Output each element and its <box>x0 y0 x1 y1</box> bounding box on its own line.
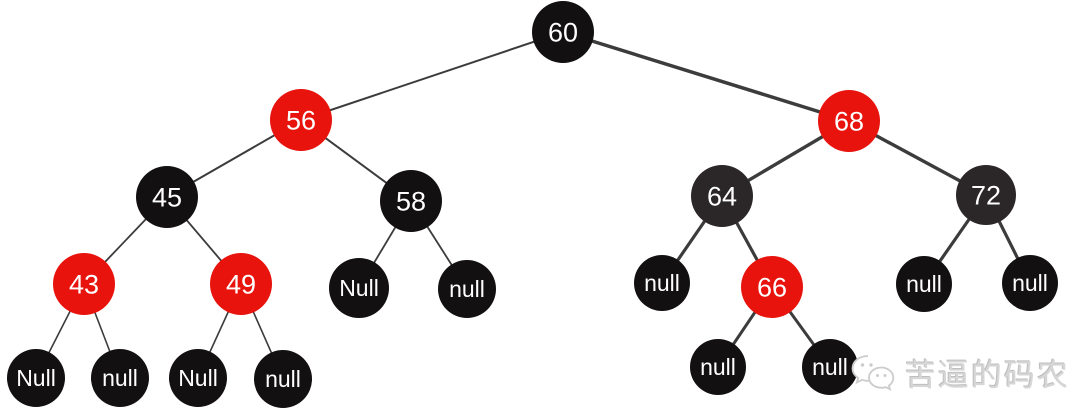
tree-edge-n60-n56 <box>300 31 564 121</box>
tree-node-null58L <box>329 258 389 318</box>
tree-node-label-n72: 72 <box>971 180 1001 210</box>
tree-node-label-null58L: Null <box>339 275 379 301</box>
tree-node-n66 <box>741 256 803 318</box>
tree-node-null49L <box>169 349 227 407</box>
tree-node-label-null43R: null <box>102 365 138 391</box>
tree-node-label-null72L: null <box>906 271 942 297</box>
tree-node-label-n58: 58 <box>396 186 426 216</box>
tree-node-label-n49: 49 <box>226 269 256 299</box>
tree-node-null64L <box>634 255 690 311</box>
tree-node-n68 <box>818 90 880 152</box>
tree-node-null66R <box>802 339 858 395</box>
tree-node-n60 <box>532 1 594 63</box>
tree-node-label-n43: 43 <box>69 269 99 299</box>
tree-node-label-null49L: Null <box>178 365 218 391</box>
tree-node-n43 <box>53 253 115 315</box>
tree-node-label-null72R: null <box>1012 270 1048 296</box>
tree-node-n72 <box>956 165 1016 225</box>
tree-node-n49 <box>210 253 272 315</box>
tree-node-null49R <box>254 350 312 408</box>
tree-node-null43R <box>91 349 149 407</box>
tree-node-label-null66R: null <box>812 354 848 380</box>
tree-node-n56 <box>270 89 332 151</box>
tree-node-null72R <box>1002 255 1058 311</box>
tree-node-label-null49R: null <box>265 366 301 392</box>
tree-node-label-n64: 64 <box>707 181 737 211</box>
tree-node-null43L <box>7 349 65 407</box>
tree-node-label-n68: 68 <box>834 106 864 136</box>
tree-node-label-n56: 56 <box>286 105 316 135</box>
tree-node-null66L <box>690 339 746 395</box>
tree-node-n64 <box>691 165 753 227</box>
tree-node-n58 <box>380 170 442 232</box>
tree-node-n45 <box>136 166 198 228</box>
tree-node-label-n60: 60 <box>548 17 578 47</box>
tree-node-null58R <box>438 260 496 318</box>
tree-node-label-n45: 45 <box>152 182 182 212</box>
tree-node-label-null66L: null <box>700 354 736 380</box>
tree-node-label-n66: 66 <box>757 272 787 302</box>
tree-edge-n60-n68 <box>562 30 850 123</box>
tree-node-label-null43L: Null <box>16 365 56 391</box>
tree-node-label-null64L: null <box>644 270 680 296</box>
tree-node-null72L <box>896 256 952 312</box>
tree-node-label-null58R: null <box>449 276 485 302</box>
